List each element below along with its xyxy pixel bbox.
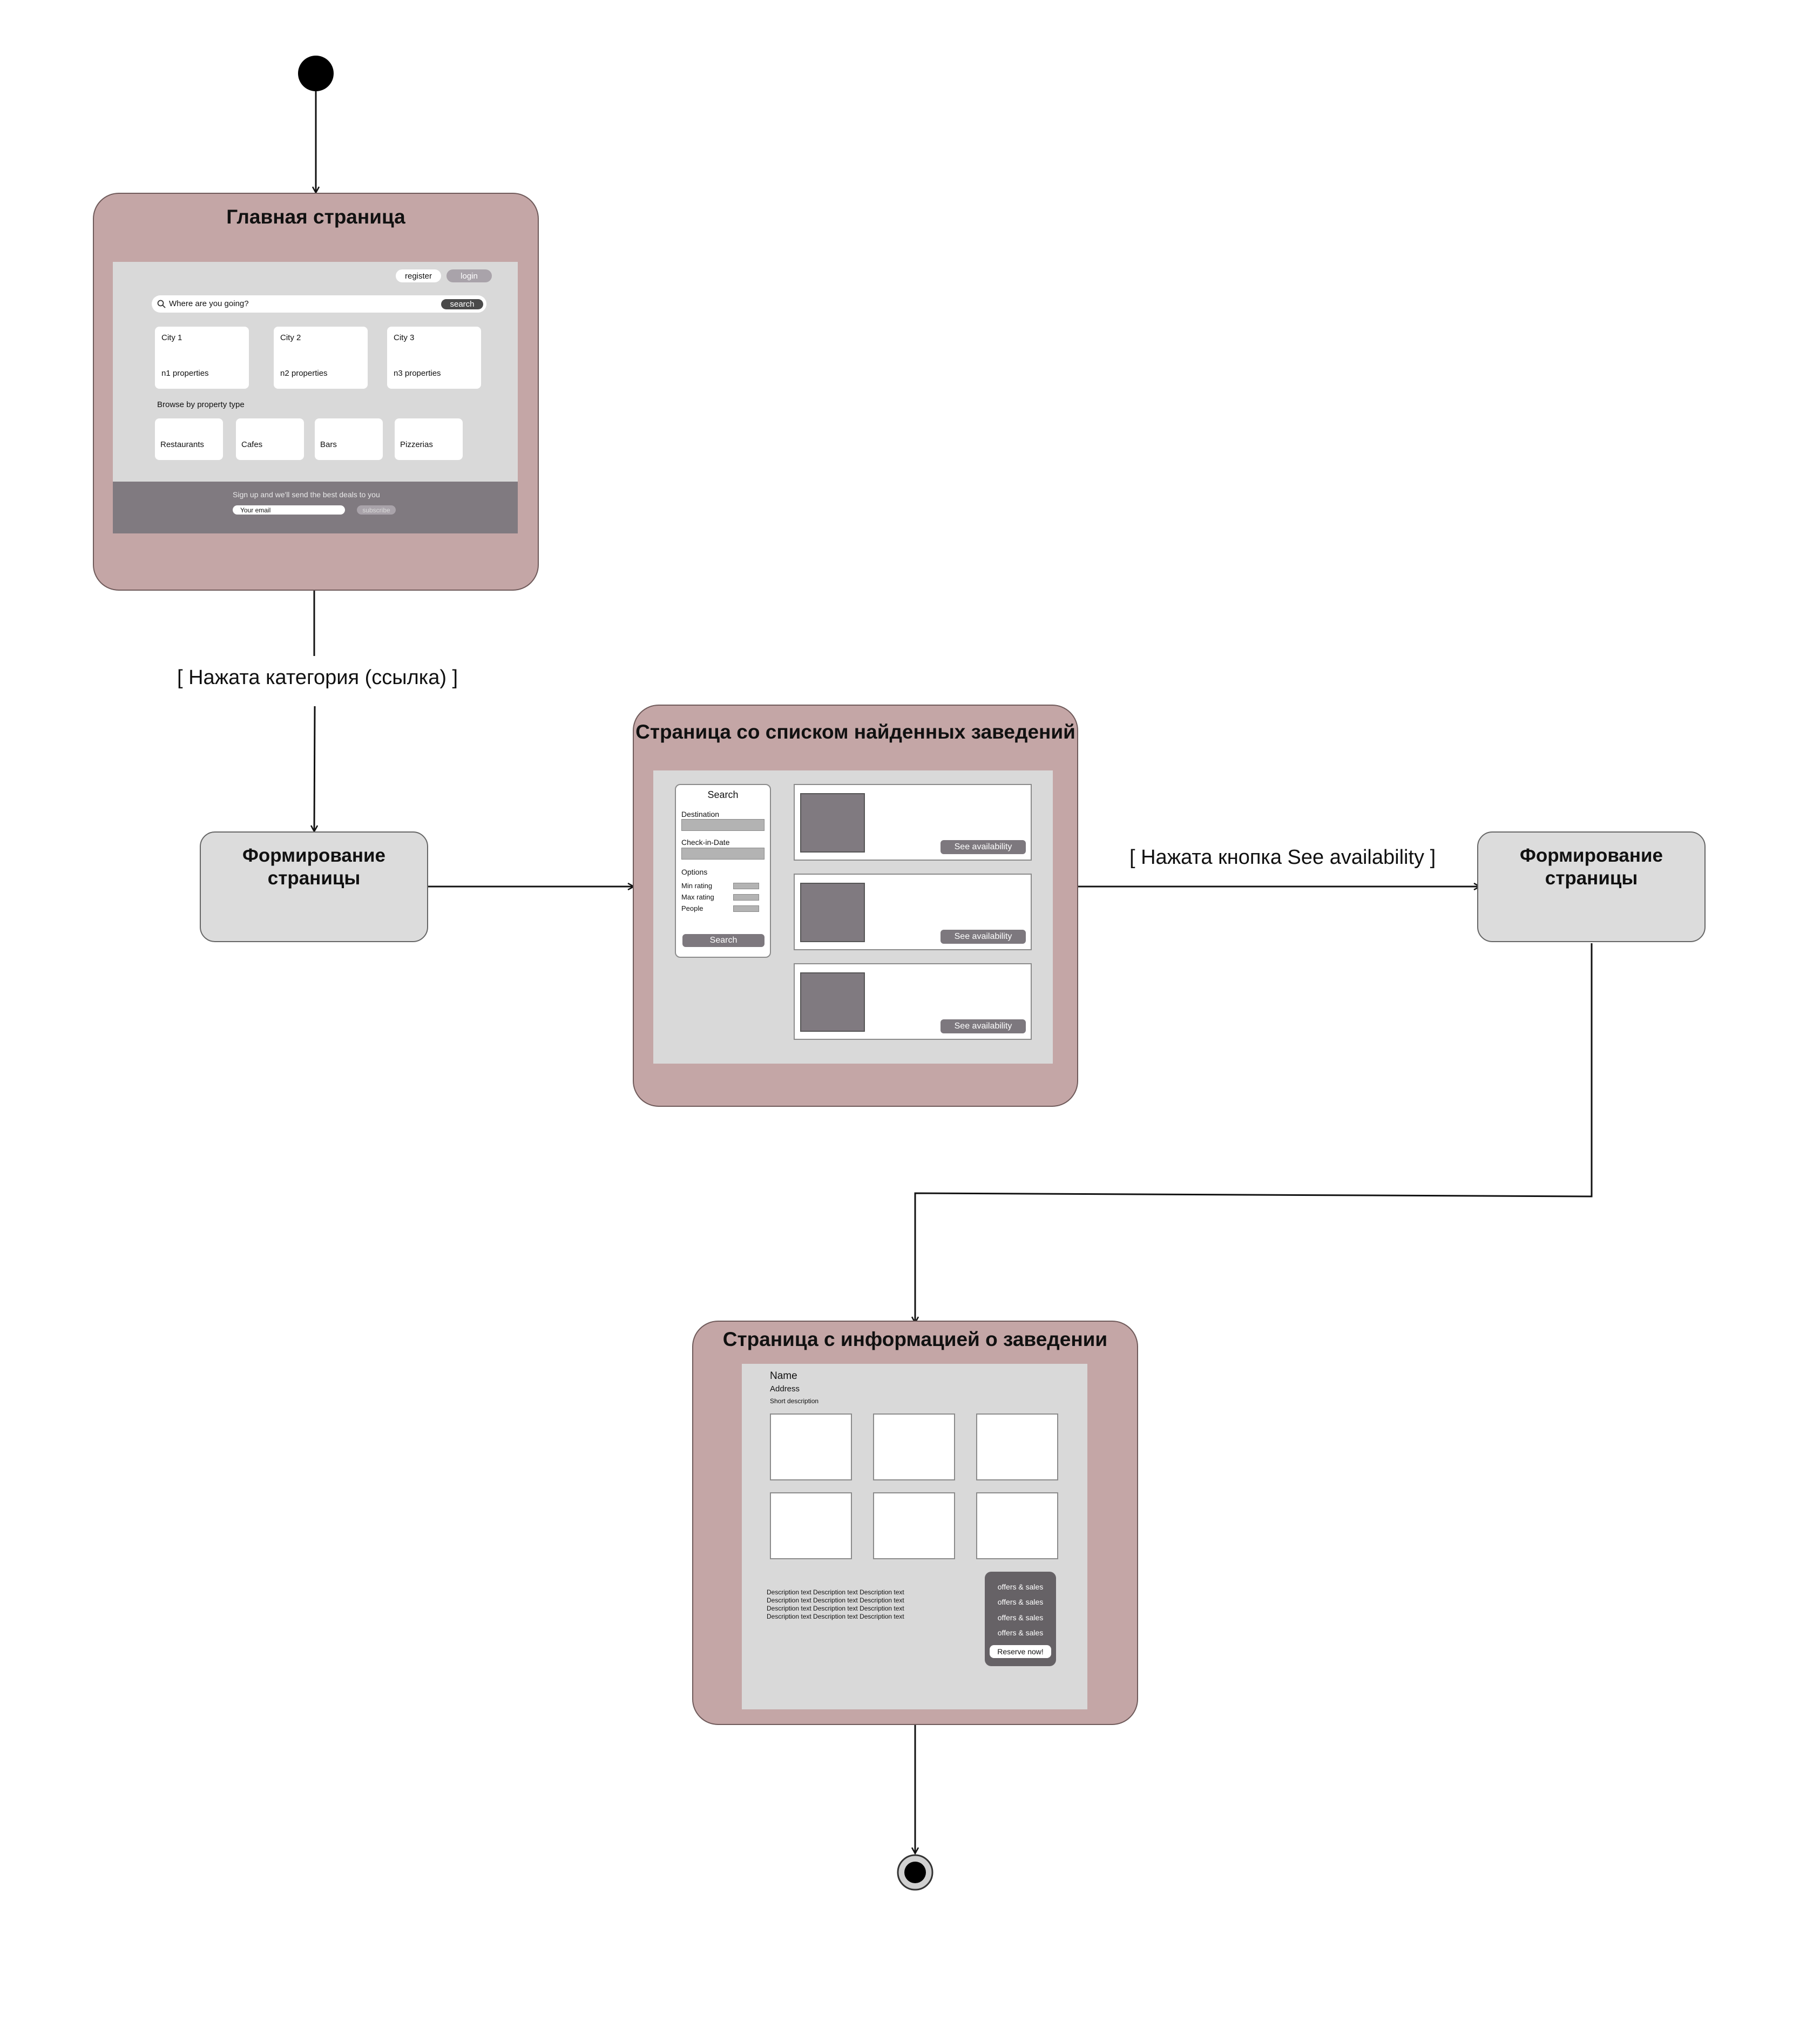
- city-name: City 2: [280, 333, 301, 342]
- state-title: Главная страница: [226, 206, 405, 228]
- result-image-placeholder: [800, 883, 865, 942]
- short-description: Short description: [770, 1397, 819, 1405]
- see-availability-button[interactable]: See availability: [941, 1019, 1026, 1033]
- sidebar-search-button[interactable]: Search: [682, 934, 764, 947]
- checkin-input[interactable]: [681, 848, 764, 860]
- offer-item: offers & sales: [997, 1628, 1044, 1637]
- see-availability-button[interactable]: See availability: [941, 930, 1026, 944]
- newsletter-text: Sign up and we'll send the best deals to…: [233, 490, 380, 499]
- city-card-3[interactable]: City 3 n3 properties: [387, 327, 481, 389]
- city-name: City 1: [161, 333, 182, 342]
- state-title: Страница с информацией о заведении: [722, 1328, 1108, 1350]
- gallery-image-5: [873, 1492, 955, 1559]
- result-item-3: See availability: [794, 963, 1032, 1040]
- search-button[interactable]: search: [441, 299, 483, 309]
- final-node-core: [904, 1862, 926, 1883]
- result-item-2: See availability: [794, 874, 1032, 950]
- gallery-image-6: [976, 1492, 1058, 1559]
- place-name: Name: [770, 1370, 797, 1382]
- city-card-1[interactable]: City 1 n1 properties: [155, 327, 249, 389]
- edge-guard-to-proc: [314, 706, 315, 831]
- description-line: Description text Description text Descri…: [767, 1588, 904, 1596]
- gallery-image-1: [770, 1413, 852, 1480]
- gallery-image-3: [976, 1413, 1058, 1480]
- place-address: Address: [770, 1384, 800, 1394]
- list-page-wireframe: Search Destination Check-in-Date Options…: [653, 770, 1053, 1064]
- search-bar[interactable]: Where are you going? search: [152, 295, 486, 313]
- email-placeholder: Your email: [240, 506, 271, 514]
- type-card-restaurants[interactable]: Restaurants: [155, 418, 223, 460]
- guard-see-availability: [ Нажата кнопка See availability ]: [1129, 846, 1436, 869]
- description-line: Description text Description text Descri…: [767, 1605, 904, 1612]
- type-card-cafes[interactable]: Cafes: [236, 418, 304, 460]
- type-label: Restaurants: [160, 440, 204, 449]
- offers-panel: offers & sales offers & sales offers & s…: [985, 1572, 1056, 1666]
- min-rating-label: Min rating: [681, 882, 713, 890]
- options-label: Options: [681, 868, 708, 876]
- type-label: Bars: [320, 440, 337, 449]
- state-title: Страница со списком найденных заведений: [635, 721, 1075, 743]
- destination-input[interactable]: [681, 819, 764, 831]
- sidebar-heading: Search: [707, 789, 739, 800]
- type-label: Cafes: [241, 440, 263, 449]
- type-card-bars[interactable]: Bars: [315, 418, 383, 460]
- search-icon: [157, 300, 166, 308]
- guard-category-clicked: [ Нажата категория (ссылка) ]: [177, 666, 458, 689]
- offer-item: offers & sales: [997, 1613, 1044, 1622]
- gallery-image-2: [873, 1413, 955, 1480]
- result-image-placeholder: [800, 972, 865, 1032]
- people-label: People: [681, 904, 703, 912]
- city-card-2[interactable]: City 2 n2 properties: [274, 327, 368, 389]
- city-count: n3 properties: [394, 369, 441, 378]
- info-page-wireframe: Name Address Short description Descripti…: [742, 1364, 1087, 1709]
- search-sidebar: Search Destination Check-in-Date Options…: [675, 784, 771, 958]
- type-label: Pizzerias: [400, 440, 433, 449]
- city-count: n2 properties: [280, 369, 328, 378]
- description-line: Description text Description text Descri…: [767, 1613, 904, 1620]
- destination-label: Destination: [681, 810, 720, 819]
- search-placeholder: Where are you going?: [169, 299, 249, 308]
- see-availability-button[interactable]: See availability: [941, 840, 1026, 854]
- offer-item: offers & sales: [997, 1598, 1044, 1606]
- process-node-build-page-right: Формирование страницы: [1477, 831, 1706, 942]
- city-count: n1 properties: [161, 369, 209, 378]
- result-image-placeholder: [800, 793, 865, 853]
- register-button[interactable]: register: [396, 269, 441, 282]
- offer-item: offers & sales: [997, 1582, 1044, 1591]
- max-rating-input[interactable]: [733, 894, 759, 901]
- browse-label: Browse by property type: [157, 400, 245, 409]
- process-label: Формирование страницы: [242, 845, 385, 889]
- subscribe-button[interactable]: subscribe: [357, 505, 396, 515]
- city-name: City 3: [394, 333, 415, 342]
- result-item-1: See availability: [794, 784, 1032, 861]
- main-page-wireframe: register login Where are you going? sear…: [113, 262, 518, 533]
- description-line: Description text Description text Descri…: [767, 1597, 904, 1604]
- process-node-build-page-left: Формирование страницы: [200, 831, 428, 942]
- max-rating-label: Max rating: [681, 893, 714, 901]
- checkin-label: Check-in-Date: [681, 838, 730, 847]
- initial-node: [298, 56, 334, 91]
- reserve-button[interactable]: Reserve now!: [990, 1645, 1051, 1658]
- process-label: Формирование страницы: [1520, 845, 1663, 889]
- gallery-image-4: [770, 1492, 852, 1559]
- edge-proc2-to-info: [915, 943, 1593, 1323]
- newsletter-footer: Sign up and we'll send the best deals to…: [113, 482, 518, 533]
- email-input[interactable]: Your email: [233, 505, 345, 515]
- type-card-pizzerias[interactable]: Pizzerias: [395, 418, 463, 460]
- login-button[interactable]: login: [446, 269, 492, 282]
- people-input[interactable]: [733, 905, 759, 912]
- min-rating-input[interactable]: [733, 883, 759, 889]
